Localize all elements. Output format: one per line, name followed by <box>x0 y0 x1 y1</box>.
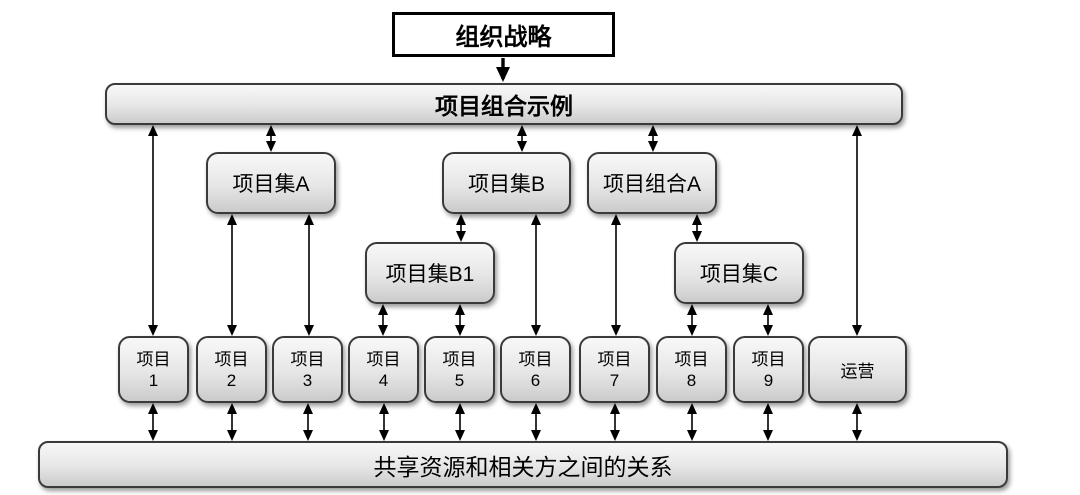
project-3-label: 项目 <box>290 349 325 369</box>
program-b1-label: 项目集B1 <box>385 263 475 286</box>
node-program-c: 项目集C <box>674 242 804 304</box>
project-7-label: 项目 <box>597 349 632 369</box>
node-project-8: 项目 8 <box>656 336 727 403</box>
node-project-4: 项目 4 <box>348 336 419 403</box>
node-shared-resources-bar: 共享资源和相关方之间的关系 <box>38 441 1008 488</box>
project-2-label: 项目 <box>214 349 249 369</box>
project-1-number: 1 <box>148 370 159 390</box>
node-project-9: 项目 9 <box>733 336 804 403</box>
project-1-label: 项目 <box>136 349 171 369</box>
node-project-7: 项目 7 <box>579 336 650 403</box>
program-a-label: 项目集A <box>232 173 310 196</box>
node-portfolio-a: 项目组合A <box>587 152 717 214</box>
project-5-number: 5 <box>454 370 465 390</box>
project-7-number: 7 <box>609 370 620 390</box>
portfolio-example-label: 项目组合示例 <box>435 93 573 119</box>
operations-label: 运营 <box>840 362 875 381</box>
node-portfolio-example-bar: 项目组合示例 <box>105 83 903 125</box>
program-b-label: 项目集B <box>467 173 545 196</box>
shared-resources-label: 共享资源和相关方之间的关系 <box>373 453 673 480</box>
node-operations: 运营 <box>808 336 907 403</box>
project-6-number: 6 <box>530 370 541 390</box>
project-8-number: 8 <box>686 370 697 390</box>
project-5-label: 项目 <box>442 349 477 369</box>
project-8-label: 项目 <box>674 349 709 369</box>
portfolio-a-label: 项目组合A <box>602 173 701 196</box>
project-4-label: 项目 <box>366 349 401 369</box>
node-project-6: 项目 6 <box>500 336 571 403</box>
node-project-2: 项目 2 <box>196 336 267 403</box>
node-project-1: 项目 1 <box>118 336 189 403</box>
node-program-b1: 项目集B1 <box>365 242 495 304</box>
organizational-strategy-label: 组织战略 <box>455 24 552 51</box>
project-3-number: 3 <box>302 370 313 390</box>
project-2-number: 2 <box>226 370 237 390</box>
program-c-label: 项目集C <box>699 263 779 286</box>
node-organizational-strategy: 组织战略 <box>392 12 615 57</box>
node-program-b: 项目集B <box>442 152 571 214</box>
project-9-number: 9 <box>763 370 774 390</box>
project-4-number: 4 <box>378 370 389 390</box>
project-6-label: 项目 <box>518 349 553 369</box>
node-program-a: 项目集A <box>206 152 336 214</box>
node-project-3: 项目 3 <box>272 336 343 403</box>
node-project-5: 项目 5 <box>424 336 495 403</box>
project-9-label: 项目 <box>751 349 786 369</box>
